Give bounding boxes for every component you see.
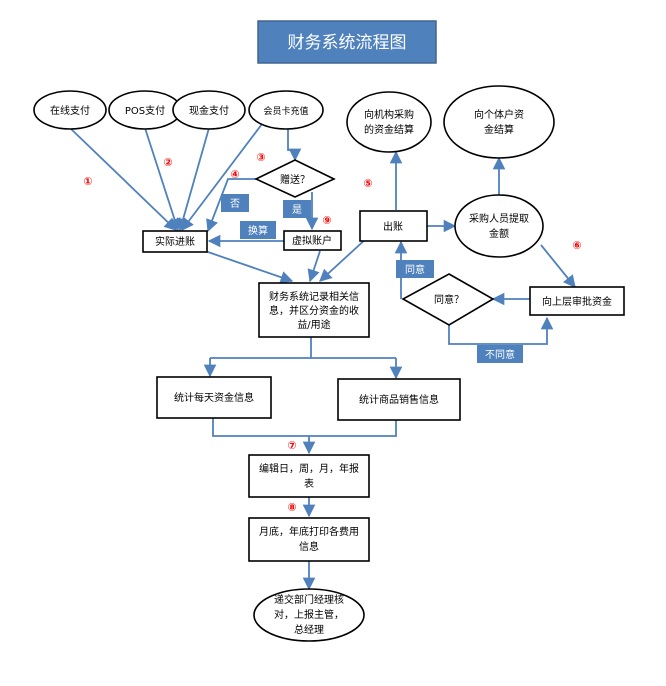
edge-member-to-income — [181, 123, 263, 232]
step-number-8: ⑧ — [287, 501, 296, 514]
node-product-sales: 统计商品销售信息 — [337, 378, 461, 421]
svg-text:向个体户资: 向个体户资 — [474, 108, 524, 121]
node-online-pay: 在线支付 — [33, 90, 107, 130]
step-number-3: ③ — [256, 151, 265, 164]
edge-virtual-to-record — [307, 250, 321, 283]
svg-text:虚拟账户: 虚拟账户 — [292, 234, 332, 247]
svg-text:实际进账: 实际进账 — [155, 235, 195, 248]
step-number-4: ④ — [230, 168, 239, 181]
node-actual-income: 实际进账 — [142, 230, 208, 253]
svg-text:金额: 金额 — [489, 227, 509, 240]
node-org-settle: 向机构采购 的资金结算 — [346, 91, 432, 153]
svg-text:财务系统记录相关信: 财务系统记录相关信 — [269, 290, 359, 303]
node-record: 财务系统记录相关信 息，并区分资金的收 益/用途 — [258, 282, 370, 338]
node-virtual-account: 虚拟账户 — [283, 230, 342, 251]
svg-text:赠送？: 赠送？ — [280, 173, 310, 186]
svg-text:会员卡充值: 会员卡充值 — [263, 105, 308, 117]
edge-label-yes: 是 — [283, 200, 311, 218]
svg-text:不同意: 不同意 — [485, 348, 515, 361]
svg-text:益/用途: 益/用途 — [297, 318, 330, 331]
svg-text:换算: 换算 — [248, 224, 268, 237]
node-submit: 递交部门经理核 对，上报主管， 总经理 — [253, 588, 365, 642]
svg-text:信息: 信息 — [299, 540, 319, 553]
node-report: 编辑日，周，月，年报 表 — [248, 454, 370, 498]
svg-text:同意？: 同意？ — [434, 293, 464, 306]
svg-text:向机构采购: 向机构采购 — [364, 108, 414, 121]
diagram-title: 财务系统流程图 — [257, 20, 437, 64]
edge-pos-to-income — [144, 127, 181, 232]
node-member-card: 会员卡充值 — [248, 90, 324, 130]
svg-text:在线支付: 在线支付 — [50, 104, 90, 117]
svg-text:总经理: 总经理 — [294, 623, 324, 636]
node-cash-pay: 现金支付 — [172, 90, 246, 130]
svg-text:出账: 出账 — [383, 220, 403, 233]
svg-text:是: 是 — [292, 204, 302, 216]
edge-online-to-income — [69, 127, 177, 231]
edge-label-convert: 换算 — [240, 221, 276, 239]
svg-text:统计商品销售信息: 统计商品销售信息 — [359, 393, 439, 406]
step-number-9: ⑨ — [322, 214, 331, 227]
svg-text:月底，年底打印各费用: 月底，年底打印各费用 — [259, 525, 359, 538]
node-daily-stats: 统计每天资金信息 — [156, 376, 272, 419]
svg-text:统计每天资金信息: 统计每天资金信息 — [174, 391, 254, 404]
svg-text:表: 表 — [304, 477, 314, 490]
svg-text:现金支付: 现金支付 — [189, 104, 229, 117]
edge-cash-to-income — [177, 127, 210, 232]
edge-label-no: 否 — [221, 194, 249, 212]
edge-label-disagree: 不同意 — [477, 345, 523, 363]
node-pos-pay: POS支付 — [108, 90, 182, 130]
node-print: 月底，年底打印各费用 信息 — [248, 517, 370, 562]
svg-text:息，并区分资金的收: 息，并区分资金的收 — [269, 304, 359, 317]
edge-label-agree: 同意 — [396, 260, 434, 278]
edge-member-to-gift — [287, 128, 302, 162]
node-gift-question: 赠送？ — [254, 159, 336, 198]
svg-text:财务系统流程图: 财务系统流程图 — [288, 33, 407, 53]
step-number-7: ⑦ — [287, 439, 296, 452]
svg-text:否: 否 — [230, 198, 240, 210]
edge-gift-no — [206, 178, 258, 233]
step-number-2: ② — [163, 156, 172, 169]
connectors — [69, 123, 576, 591]
node-payout: 出账 — [359, 210, 428, 242]
svg-text:对，上报主管，: 对，上报主管， — [274, 608, 344, 621]
node-indiv-settle: 向个体户资 金结算 — [443, 85, 555, 159]
svg-text:金结算: 金结算 — [484, 123, 514, 136]
edge-income-to-record — [204, 250, 294, 284]
edge-buyer-to-approve — [540, 244, 576, 288]
svg-text:向上层审批资金: 向上层审批资金 — [542, 295, 612, 308]
svg-text:同意: 同意 — [405, 263, 425, 276]
node-agree-question: 同意？ — [401, 273, 495, 326]
svg-text:POS支付: POS支付 — [125, 104, 165, 117]
step-number-1: ① — [83, 175, 92, 188]
edge-payout-to-record — [319, 236, 369, 282]
step-numbers: ① ② ③ ④ ⑤ ⑥ ⑦ ⑧ ⑨ — [83, 151, 581, 514]
node-approve: 向上层审批资金 — [529, 286, 625, 316]
svg-text:采购人员提取: 采购人员提取 — [469, 212, 529, 225]
svg-text:递交部门经理核: 递交部门经理核 — [274, 593, 344, 606]
step-number-5: ⑤ — [363, 177, 372, 190]
svg-text:的资金结算: 的资金结算 — [364, 123, 414, 136]
step-number-6: ⑥ — [572, 239, 581, 252]
edge-agree-no — [448, 316, 554, 345]
svg-text:编辑日，周，月，年报: 编辑日，周，月，年报 — [259, 462, 359, 475]
node-buyer: 采购人员提取 金额 — [454, 194, 544, 258]
